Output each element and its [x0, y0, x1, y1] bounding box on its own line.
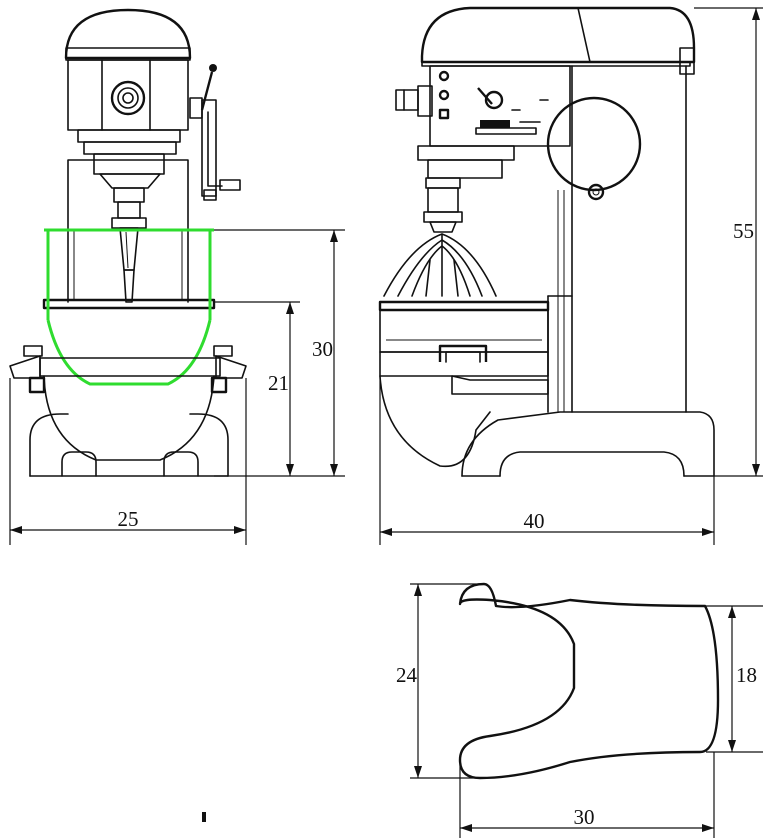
front-crank-handle: [189, 64, 241, 201]
front-motor-head: [64, 8, 192, 189]
side-motor-head: [395, 6, 696, 147]
top-inner-depth-label: 18: [736, 663, 757, 687]
side-width-label: 40: [524, 509, 545, 533]
top-view: 24 18 30: [396, 582, 763, 838]
side-view: 40 55: [378, 6, 763, 545]
front-spindle: [111, 187, 147, 303]
stray-mark: [202, 812, 206, 822]
top-dimension-inner-depth: 18: [706, 605, 763, 753]
top-width-label: 30: [574, 805, 595, 829]
front-bowl-height-label: 30: [312, 337, 333, 361]
side-dimension-width: 40: [379, 376, 715, 545]
side-dimension-height: 55: [694, 7, 763, 477]
side-height-label: 55: [733, 219, 754, 243]
front-dimension-bowl-height: 30: [214, 229, 345, 477]
front-bowl-rim: [42, 298, 216, 310]
front-view: 25 30 21: [9, 8, 345, 545]
front-bowl-highlight: [44, 228, 214, 386]
top-depth-label: 24: [396, 663, 418, 687]
side-spindle-whisk: [383, 145, 515, 297]
top-dimension-depth: 24: [396, 583, 484, 779]
front-dimension-width: 25: [9, 378, 247, 545]
top-base-footprint: [458, 582, 720, 780]
front-base: [9, 345, 247, 477]
side-column: [546, 65, 687, 413]
side-base: [461, 411, 715, 477]
front-base-height-label: 21: [268, 371, 289, 395]
front-width-label: 25: [118, 507, 139, 531]
top-dimension-width: 30: [459, 752, 715, 838]
front-dimension-base-height: 21: [214, 301, 300, 476]
side-bowl: [378, 300, 550, 468]
